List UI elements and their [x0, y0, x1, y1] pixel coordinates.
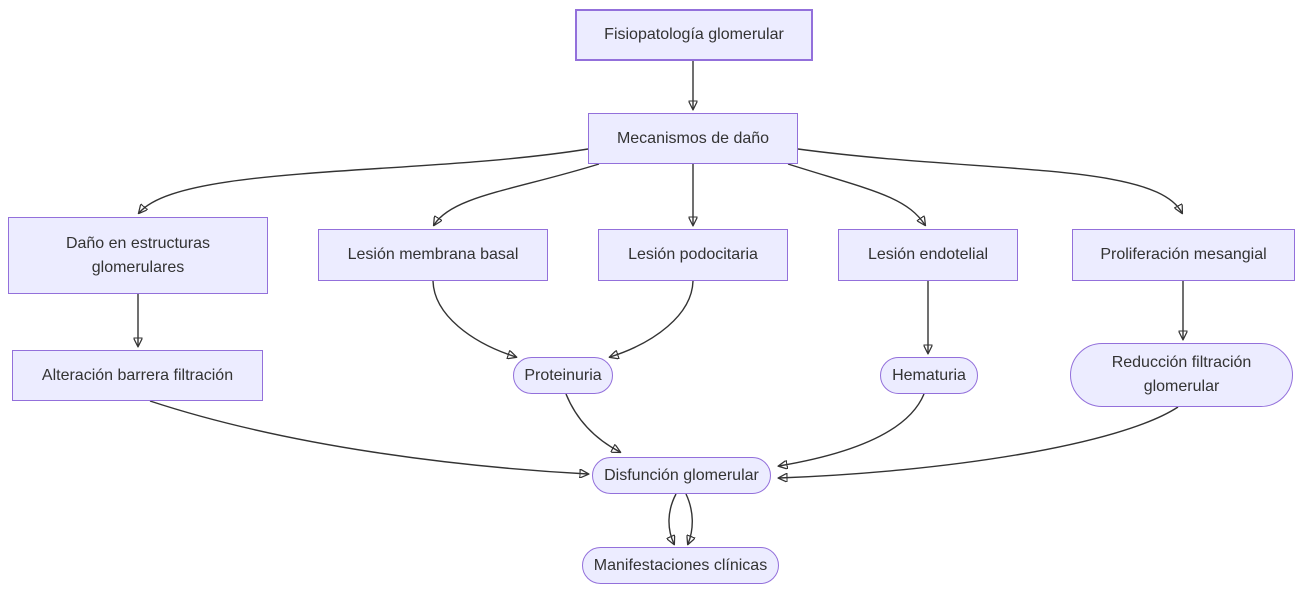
node-label: Fisiopatología glomerular	[604, 26, 784, 43]
node-disfuncion-glomerular: Disfunción glomerular	[592, 457, 771, 494]
node-hematuria: Hematuria	[880, 357, 978, 394]
edge-mecanismos-dano	[139, 148, 589, 213]
node-label: Mecanismos de daño	[616, 129, 770, 147]
node-lesion-membrana-basal: Lesión membrana basal	[318, 229, 548, 281]
node-label: Daño en estructuras glomerulares	[65, 234, 211, 276]
edge-disfuncion-manifestaciones-1	[669, 493, 677, 544]
edge-disfuncion-manifestaciones-2	[685, 493, 692, 544]
edge-mecanismos-endotelial	[787, 163, 925, 225]
edge-mecanismos-mesangial	[797, 148, 1182, 213]
node-label: Proteinuria	[524, 366, 602, 384]
node-reduccion-filtracion-glomerular: Reducción filtración glomerular	[1070, 343, 1293, 407]
edge-hematuria-disfuncion	[779, 393, 925, 466]
node-proliferacion-mesangial: Proliferación mesangial	[1072, 229, 1295, 281]
node-label: Manifestaciones clínicas	[593, 556, 768, 574]
node-label: Proliferación mesangial	[1100, 246, 1267, 263]
node-dano-estructuras-glomerulares: Daño en estructuras glomerulares	[8, 217, 268, 294]
edge-mecanismos-membrana	[434, 163, 600, 225]
node-fisiopatologia-glomerular: Fisiopatología glomerular	[575, 9, 813, 61]
edge-proteinuria-disfuncion	[565, 393, 620, 452]
node-label: Lesión endotelial	[867, 246, 989, 263]
node-label: Reducción filtración glomerular	[1111, 354, 1252, 395]
edge-reduccion-disfuncion	[779, 406, 1179, 478]
node-lesion-podocitaria: Lesión podocitaria	[598, 229, 788, 281]
edge-podocitaria-proteinuria	[610, 280, 694, 357]
node-manifestaciones-clinicas: Manifestaciones clínicas	[582, 547, 779, 584]
node-label: Alteración barrera filtración	[41, 366, 234, 384]
node-proteinuria: Proteinuria	[513, 357, 613, 394]
edge-alteracion-disfuncion	[149, 400, 588, 474]
node-label: Lesión membrana basal	[347, 246, 519, 263]
node-mecanismos-de-dano: Mecanismos de daño	[588, 113, 798, 164]
node-lesion-endotelial: Lesión endotelial	[838, 229, 1018, 281]
node-alteracion-barrera-filtracion: Alteración barrera filtración	[12, 350, 263, 401]
node-label: Lesión podocitaria	[628, 246, 758, 263]
node-label: Hematuria	[892, 366, 966, 384]
edge-membrana-proteinuria	[432, 280, 516, 357]
node-label: Disfunción glomerular	[604, 466, 759, 484]
